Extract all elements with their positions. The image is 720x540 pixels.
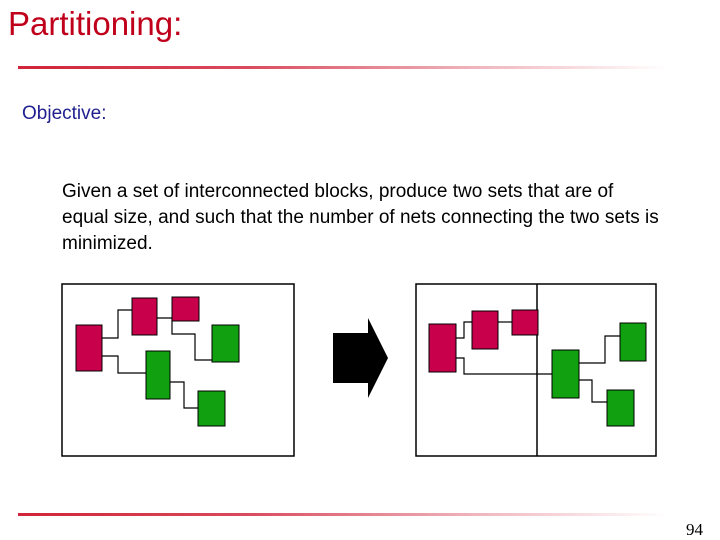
- green-block: [145, 350, 171, 400]
- footer-divider: [18, 513, 668, 516]
- slide-title: Partitioning:: [8, 5, 183, 42]
- red-block: [428, 323, 457, 373]
- net: [579, 379, 607, 403]
- red-block: [131, 297, 158, 336]
- red-block: [75, 324, 103, 372]
- green-block: [197, 390, 226, 427]
- before-panel: [61, 283, 295, 457]
- red-block: [171, 296, 200, 322]
- green-block: [606, 389, 635, 427]
- crossing-net: [456, 357, 552, 375]
- net: [102, 355, 146, 374]
- objective-text: Given a set of interconnected blocks, pr…: [62, 181, 659, 254]
- red-block: [511, 309, 539, 336]
- red-block: [471, 310, 499, 350]
- net: [579, 335, 620, 364]
- green-block: [551, 349, 580, 399]
- green-block: [619, 322, 647, 362]
- transform-arrow-icon: [333, 318, 388, 398]
- after-nets: [456, 321, 620, 403]
- net: [102, 309, 132, 339]
- title-divider: [18, 66, 668, 69]
- page-number: 94: [686, 520, 703, 539]
- net: [157, 317, 212, 361]
- net: [170, 381, 198, 409]
- green-block: [211, 324, 240, 363]
- after-panel: [415, 283, 657, 457]
- objective-heading: Objective:: [22, 103, 107, 124]
- before-nets: [102, 309, 212, 409]
- net: [456, 321, 472, 339]
